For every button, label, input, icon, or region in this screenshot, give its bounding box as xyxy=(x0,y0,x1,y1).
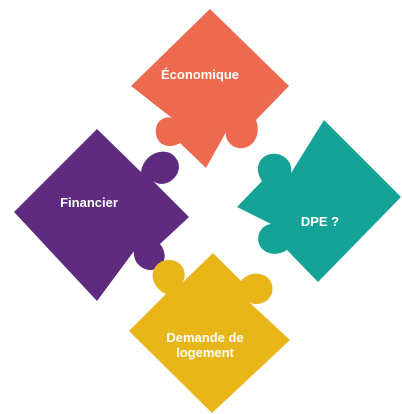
puzzle-piece-demande-logement xyxy=(129,253,290,413)
puzzle-piece-financier xyxy=(14,129,189,301)
economique-label: Économique xyxy=(160,67,239,82)
dpe-label: DPE ? xyxy=(300,214,340,229)
puzzle-piece-dpe xyxy=(237,120,401,282)
financier-label: Financier xyxy=(60,195,118,210)
demande-logement-label: Demande de logement xyxy=(166,330,244,360)
puzzle-piece-economique xyxy=(131,9,289,168)
